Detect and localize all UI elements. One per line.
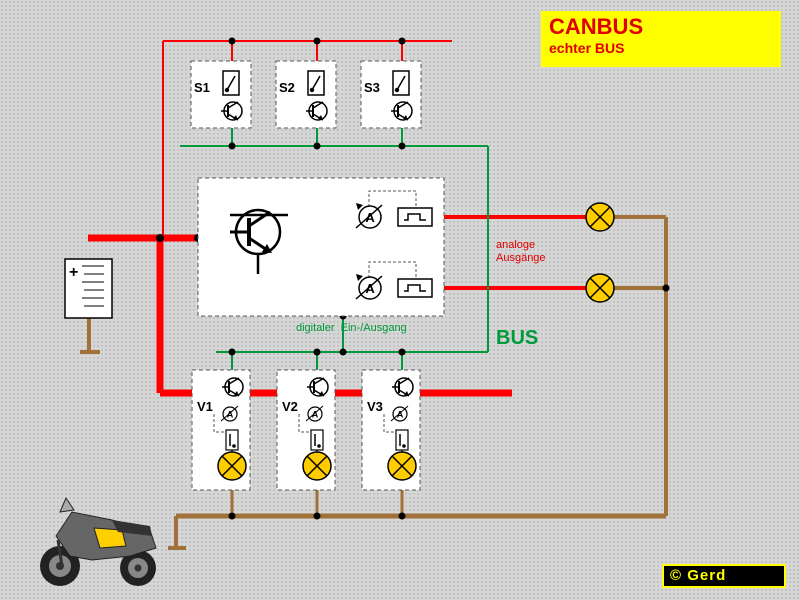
analog-outputs-label-line2: Ausgänge bbox=[496, 252, 546, 264]
sensor-label-s2: S2 bbox=[279, 80, 295, 95]
switch-icon bbox=[392, 70, 410, 96]
sensor-module-s2: S2 bbox=[275, 60, 337, 129]
actuator-label-v1: V1 bbox=[197, 399, 213, 414]
actuator-module-v2: V2 bbox=[276, 369, 336, 491]
motorcycle-icon bbox=[40, 496, 157, 586]
ground-wiring bbox=[80, 215, 668, 550]
battery-plus-label: + bbox=[69, 264, 78, 281]
lamp-icon bbox=[302, 451, 332, 481]
lamp-icon bbox=[217, 451, 247, 481]
relay-icon bbox=[225, 429, 239, 451]
copyright-badge: © Gerd bbox=[662, 564, 786, 588]
switch-icon bbox=[222, 70, 240, 96]
transistor-large-icon bbox=[230, 208, 288, 274]
bus-label: BUS bbox=[496, 327, 538, 349]
actuator-module-v1: V1 bbox=[191, 369, 251, 491]
sensor-module-s1: S1 bbox=[190, 60, 252, 129]
sensor-label-s3: S3 bbox=[364, 80, 380, 95]
relay-icon bbox=[397, 278, 433, 298]
analog-output-1: A bbox=[355, 190, 433, 229]
battery-icon: + bbox=[64, 258, 113, 319]
analog-outputs-label-line1: analoge bbox=[496, 239, 535, 251]
lamp-icon bbox=[585, 273, 615, 303]
title-panel: CANBUS echter BUS bbox=[541, 11, 781, 67]
lamp-icon bbox=[585, 202, 615, 232]
actuator-label-v2: V2 bbox=[282, 399, 298, 414]
relay-icon bbox=[310, 429, 324, 451]
analog-output-2: A bbox=[355, 261, 433, 300]
ammeter-label: A bbox=[365, 281, 375, 296]
control-unit: A A bbox=[197, 177, 445, 317]
actuator-module-v3: V3 bbox=[361, 369, 421, 491]
relay-icon bbox=[395, 429, 409, 451]
lamp-icon bbox=[387, 451, 417, 481]
ammeter-label: A bbox=[365, 210, 375, 225]
page-title: CANBUS bbox=[549, 14, 644, 39]
supply-wiring bbox=[88, 40, 586, 397]
page-subtitle: echter BUS bbox=[549, 40, 625, 56]
relay-icon bbox=[397, 207, 433, 227]
switch-icon bbox=[307, 70, 325, 96]
sensor-label-s1: S1 bbox=[194, 80, 210, 95]
sensor-module-s3: S3 bbox=[360, 60, 422, 129]
digital-io-label: digitaler Ein-/Ausgang bbox=[296, 322, 407, 334]
actuator-label-v3: V3 bbox=[367, 399, 383, 414]
